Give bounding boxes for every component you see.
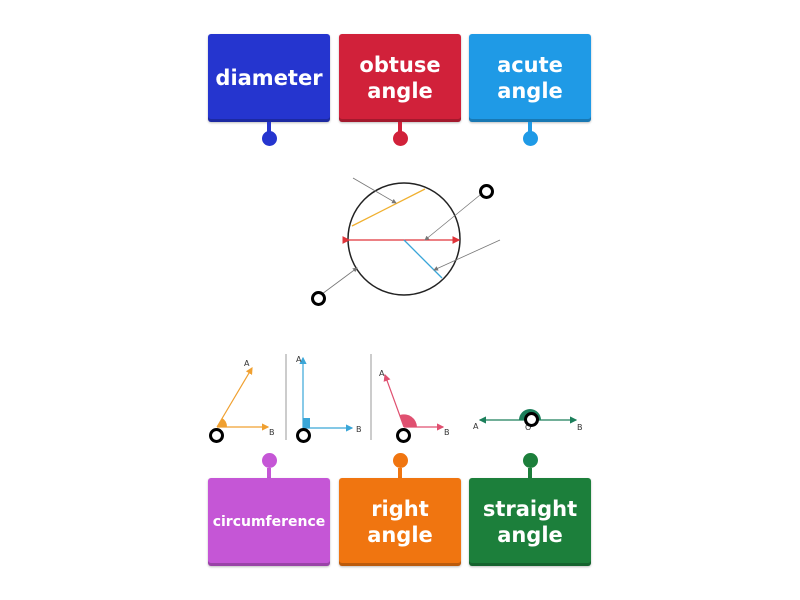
tile-label: obtuse angle <box>359 53 441 103</box>
label-b: B <box>444 428 450 437</box>
label-b: B <box>269 428 275 437</box>
tile-obtuse-angle[interactable]: obtuse angle <box>339 34 461 122</box>
label-b: B <box>356 425 362 434</box>
tile-label: circumference <box>212 514 326 530</box>
tile-diameter[interactable]: diameter <box>208 34 330 122</box>
label-a: A <box>244 359 250 368</box>
label-a: A <box>296 355 302 364</box>
tile-label: straight angle <box>482 497 578 547</box>
obtuse-angle-diagram: A B <box>379 369 450 437</box>
label-o: O <box>525 423 531 432</box>
circle-diagram <box>321 177 501 296</box>
tile-stem <box>398 468 402 478</box>
tile-stem <box>528 122 532 132</box>
tile-pin <box>262 131 277 146</box>
tile-pin <box>262 453 277 468</box>
tile-label: right angle <box>367 497 433 547</box>
label-b: B <box>577 423 583 432</box>
tile-acute-angle[interactable]: acute angle <box>469 34 591 122</box>
tile-stem <box>528 468 532 478</box>
tile-label: diameter <box>215 66 323 90</box>
tile-pin <box>393 453 408 468</box>
tile-stem <box>267 122 271 132</box>
drop-target-circle-outline[interactable] <box>311 291 326 306</box>
drop-target-obtuse-angle[interactable] <box>396 428 411 443</box>
drop-target-chord[interactable] <box>479 184 494 199</box>
tile-circumference[interactable]: circumference <box>208 478 330 566</box>
label-a: A <box>379 369 385 378</box>
label-a: A <box>473 422 479 431</box>
drop-target-acute-angle[interactable] <box>209 428 224 443</box>
tile-right-angle[interactable]: right angle <box>339 478 461 566</box>
tile-stem <box>267 468 271 478</box>
tile-pin <box>523 131 538 146</box>
drop-target-right-angle[interactable] <box>296 428 311 443</box>
tile-pin <box>393 131 408 146</box>
drop-target-straight-angle[interactable] <box>524 412 539 427</box>
tile-label: acute angle <box>497 53 563 103</box>
tile-straight-angle[interactable]: straight angle <box>469 478 591 566</box>
right-angle-diagram: A B <box>296 355 362 434</box>
tile-stem <box>398 122 402 132</box>
tile-pin <box>523 453 538 468</box>
acute-angle-diagram: A B <box>216 359 275 437</box>
